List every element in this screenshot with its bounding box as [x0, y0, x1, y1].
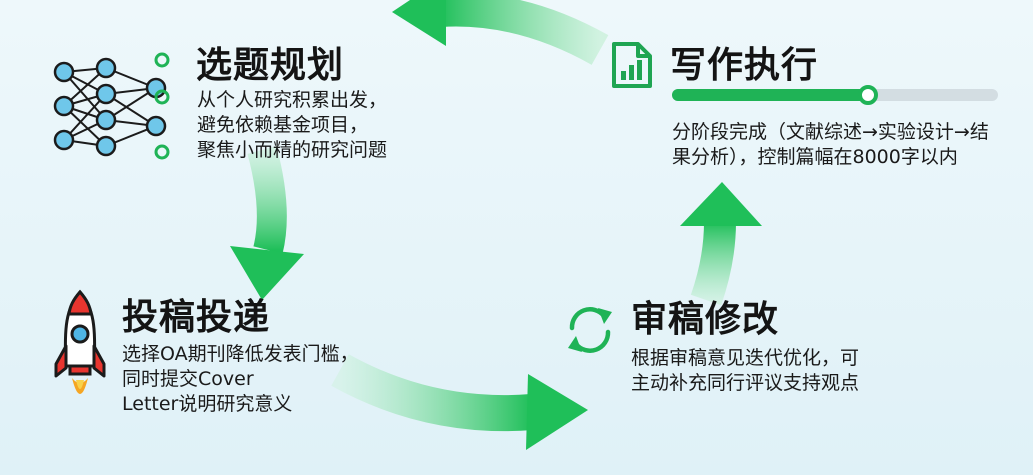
document-chart-icon — [612, 42, 652, 88]
desc-line: 避免依赖基金项目， — [197, 114, 369, 136]
rocket-icon — [54, 289, 106, 394]
bullet-circle-icon — [154, 89, 170, 105]
stage-desc-submit: 选择OA期刊降低发表门槛， 同时提交Cover Letter说明研究意义 — [122, 342, 359, 417]
desc-line: 主动补充同行评议支持观点 — [631, 372, 860, 394]
arrow-writing-to-topic — [392, 0, 609, 65]
progress-fill — [672, 89, 868, 101]
stage-title-topic: 选题规划 — [196, 45, 345, 86]
progress-knob — [857, 85, 878, 105]
desc-line: 从个人研究积累出发， — [197, 89, 388, 111]
desc-line: 选择OA期刊降低发表门槛， — [122, 343, 359, 365]
bullet-circle-icon — [154, 144, 170, 160]
stage-title-submit: 投稿投递 — [122, 297, 271, 338]
stage-desc-writing: 分阶段完成（文献综述→实验设计→结 果分析），控制篇幅在8000字以内 — [672, 120, 989, 170]
desc-line: 聚焦小而精的研究问题 — [197, 139, 388, 161]
arrow-review-to-writing — [680, 182, 762, 306]
stage-desc-topic: 从个人研究积累出发， 避免依赖基金项目， 聚焦小而精的研究问题 — [197, 88, 387, 163]
refresh-cycle-icon — [568, 307, 612, 353]
stage-title-writing: 写作执行 — [670, 45, 819, 86]
desc-line: 根据审稿意见迭代优化，可 — [631, 347, 860, 369]
arrow-submit-to-review — [331, 354, 588, 450]
desc-line: 同时提交Cover — [122, 368, 254, 390]
desc-line: Letter说明研究意义 — [122, 393, 293, 415]
desc-line: 果分析），控制篇幅在8000字以内 — [672, 146, 958, 168]
bullet-circle-icon — [154, 52, 170, 68]
writing-progress-bar — [672, 85, 998, 105]
arrow-topic-to-submit — [230, 146, 304, 300]
stage-desc-review: 根据审稿意见迭代优化，可 主动补充同行评议支持观点 — [631, 346, 859, 396]
desc-line: 分阶段完成（文献综述→实验设计→结 — [672, 121, 989, 143]
stage-title-review: 审稿修改 — [631, 299, 780, 340]
